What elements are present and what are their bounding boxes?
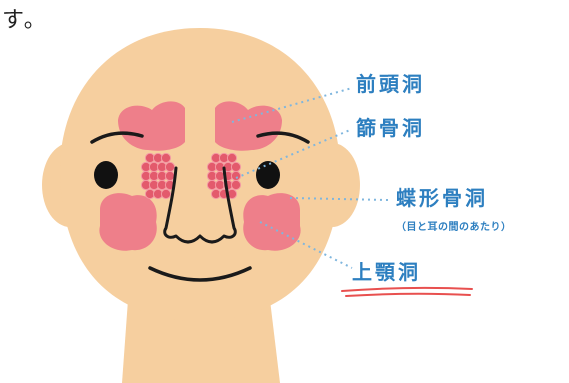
maxillary-underline-2 bbox=[345, 292, 471, 297]
ethmoid-sinus-left bbox=[140, 152, 176, 200]
ethmoid-cell bbox=[230, 170, 242, 182]
frontal-sinus-right bbox=[215, 101, 282, 151]
ethmoid-cell bbox=[226, 152, 238, 164]
leader-line-frontal bbox=[231, 87, 353, 123]
leader-line-ethmoid bbox=[235, 129, 351, 179]
ethmoid-cell bbox=[230, 161, 242, 173]
maxillary-underline bbox=[341, 286, 473, 292]
label-sphenoid-note: （目と耳の間のあたり） bbox=[396, 222, 512, 233]
neck bbox=[122, 300, 280, 383]
label-sphenoid-sinus: 蝶形骨洞 bbox=[396, 186, 488, 210]
ethmoid-cell bbox=[160, 152, 172, 164]
label-frontal-sinus: 前頭洞 bbox=[356, 72, 425, 96]
label-maxillary-sinus: 上顎洞 bbox=[352, 260, 421, 284]
left-eyebrow bbox=[90, 131, 144, 144]
mouth bbox=[148, 266, 252, 282]
left-eye bbox=[94, 161, 118, 189]
label-ethmoid-sinus: 篩骨洞 bbox=[356, 116, 425, 140]
ethmoid-cell bbox=[230, 179, 242, 191]
leader-line-maxillary bbox=[259, 221, 353, 269]
ethmoid-cell bbox=[164, 161, 176, 173]
maxillary-sinus-left bbox=[99, 193, 157, 251]
right-eye bbox=[256, 161, 280, 189]
right-eyebrow bbox=[256, 131, 310, 144]
nose bbox=[163, 166, 237, 244]
leader-line-sphenoid bbox=[289, 197, 389, 201]
ethmoid-cell bbox=[160, 188, 172, 200]
top-text-fragment: す。 bbox=[2, 8, 48, 33]
maxillary-sinus-right bbox=[243, 193, 301, 251]
frontal-sinus-left bbox=[118, 101, 185, 151]
